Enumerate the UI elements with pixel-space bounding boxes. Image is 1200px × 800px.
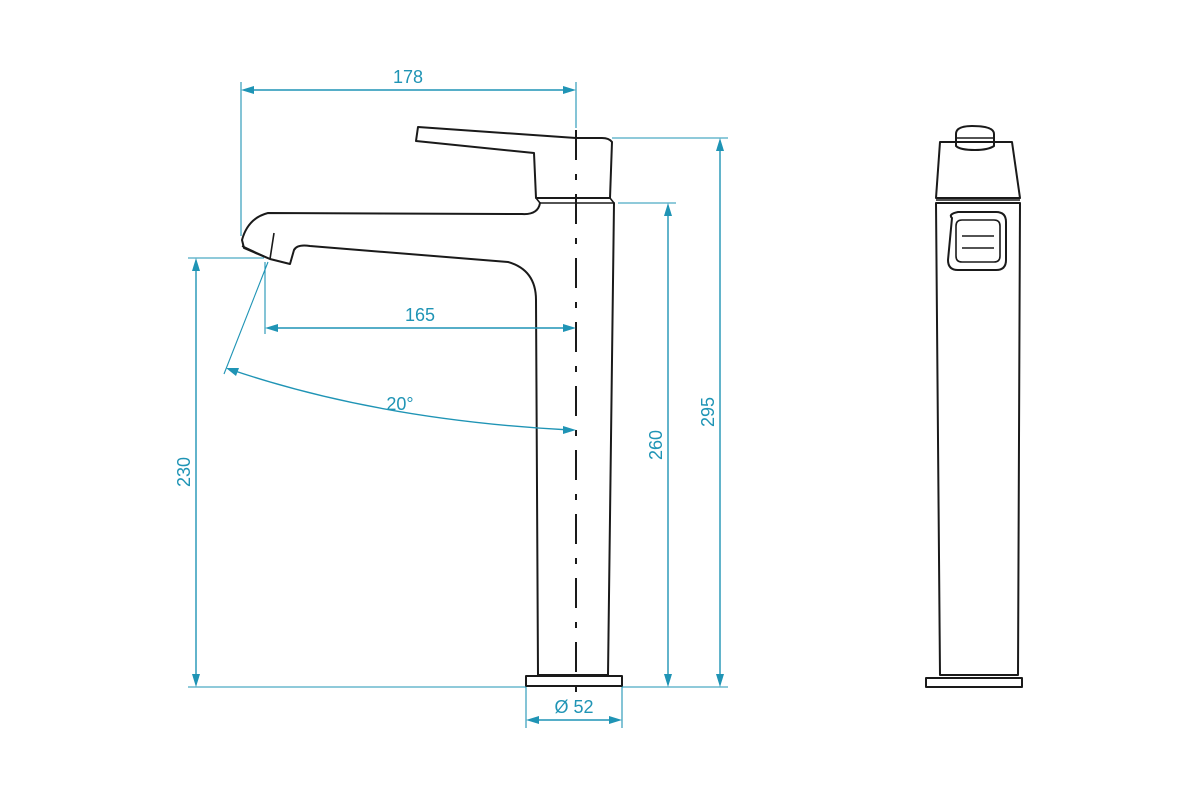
aerator-ring (962, 235, 994, 249)
faucet-body (241, 202, 615, 676)
dim-text-178: 178 (393, 67, 423, 87)
dim-total-reach: 178 (240, 67, 577, 236)
lever-handle (415, 126, 613, 199)
dim-base-diameter: Ø 52 (525, 687, 623, 728)
front-view (925, 125, 1023, 688)
spout-tip (241, 232, 275, 260)
dim-text-260: 260 (646, 430, 666, 460)
dim-total-height: 295 (612, 137, 728, 688)
dimensions: 178 165 20° 230 (174, 67, 728, 728)
front-base (925, 677, 1023, 688)
cap-knob (955, 125, 995, 151)
aerator-outer (947, 211, 1007, 271)
side-view (241, 126, 623, 695)
dim-spout-height: 230 (174, 257, 526, 688)
front-body (935, 202, 1021, 676)
handle-housing (935, 141, 1021, 199)
dim-spout-reach: 165 (264, 262, 576, 334)
dim-text-230: 230 (174, 457, 194, 487)
dim-text-diameter: Ø 52 (554, 697, 593, 717)
base-ring (525, 675, 623, 687)
dim-swivel-angle: 20° (223, 261, 576, 434)
dim-body-height: 260 (618, 202, 676, 688)
dim-text-295: 295 (698, 397, 718, 427)
dim-text-20deg: 20° (386, 394, 413, 414)
aerator-inner (955, 219, 1001, 263)
dim-text-165: 165 (405, 305, 435, 325)
